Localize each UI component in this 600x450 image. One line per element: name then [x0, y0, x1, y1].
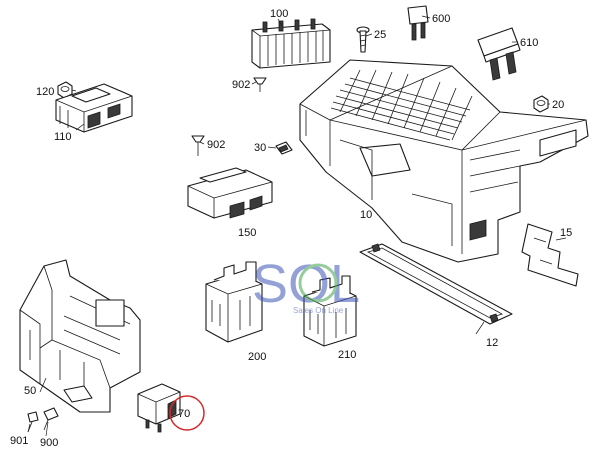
part-902-screw-upper — [253, 77, 267, 92]
label-part-25: 25 — [374, 29, 386, 41]
label-part-902-middle: 902 — [207, 139, 225, 151]
part-25-bolt — [356, 26, 370, 53]
label-part-30: 30 — [254, 142, 266, 154]
label-part-901: 901 — [10, 435, 28, 447]
label-part-110: 110 — [54, 131, 72, 143]
watermark-green-ring — [298, 263, 338, 303]
part-200-connector — [205, 261, 263, 343]
label-part-900: 900 — [40, 437, 58, 449]
part-10-main-housing — [299, 59, 589, 263]
part-120-nut — [57, 81, 73, 99]
part-600-mini-fuse — [407, 5, 429, 41]
label-part-70: 70 — [178, 408, 190, 420]
part-20-nut — [533, 95, 549, 113]
leader-lines — [27, 15, 567, 437]
part-labels: 100 600 25 610 902 120 20 110 902 30 10 … — [10, 8, 572, 449]
part-902-screw-middle — [191, 135, 205, 156]
part-12-cover-frame — [359, 243, 513, 325]
label-part-15: 15 — [560, 227, 572, 239]
part-610-maxi-fuse — [477, 27, 521, 81]
part-110-relay-bracket — [55, 83, 133, 133]
part-150-module — [187, 167, 273, 219]
sol-watermark-logo: SOL Sales On Line — [252, 254, 360, 315]
part-900-pin — [43, 407, 59, 431]
part-100-connector-strip — [251, 18, 331, 69]
label-part-210: 210 — [338, 349, 356, 361]
label-part-20: 20 — [552, 99, 564, 111]
label-part-200: 200 — [248, 351, 266, 363]
part-50-fuse-box-frame — [19, 259, 141, 413]
part-70-relay — [137, 383, 181, 433]
watermark-brand: SOL — [252, 254, 360, 314]
label-part-600: 600 — [432, 13, 450, 25]
label-part-610: 610 — [520, 37, 538, 49]
watermark-tagline: Sales On Line — [293, 306, 344, 315]
highlight-circle — [169, 395, 205, 431]
label-part-150: 150 — [238, 227, 256, 239]
label-part-902-upper: 902 — [232, 79, 250, 91]
label-part-10: 10 — [360, 209, 372, 221]
part-15-bracket — [521, 223, 579, 287]
part-30-clip — [275, 141, 293, 155]
label-part-120: 120 — [36, 86, 54, 98]
label-part-50: 50 — [24, 385, 36, 397]
label-part-12: 12 — [486, 337, 498, 349]
part-901-pin — [27, 411, 39, 433]
label-part-100: 100 — [270, 8, 288, 20]
